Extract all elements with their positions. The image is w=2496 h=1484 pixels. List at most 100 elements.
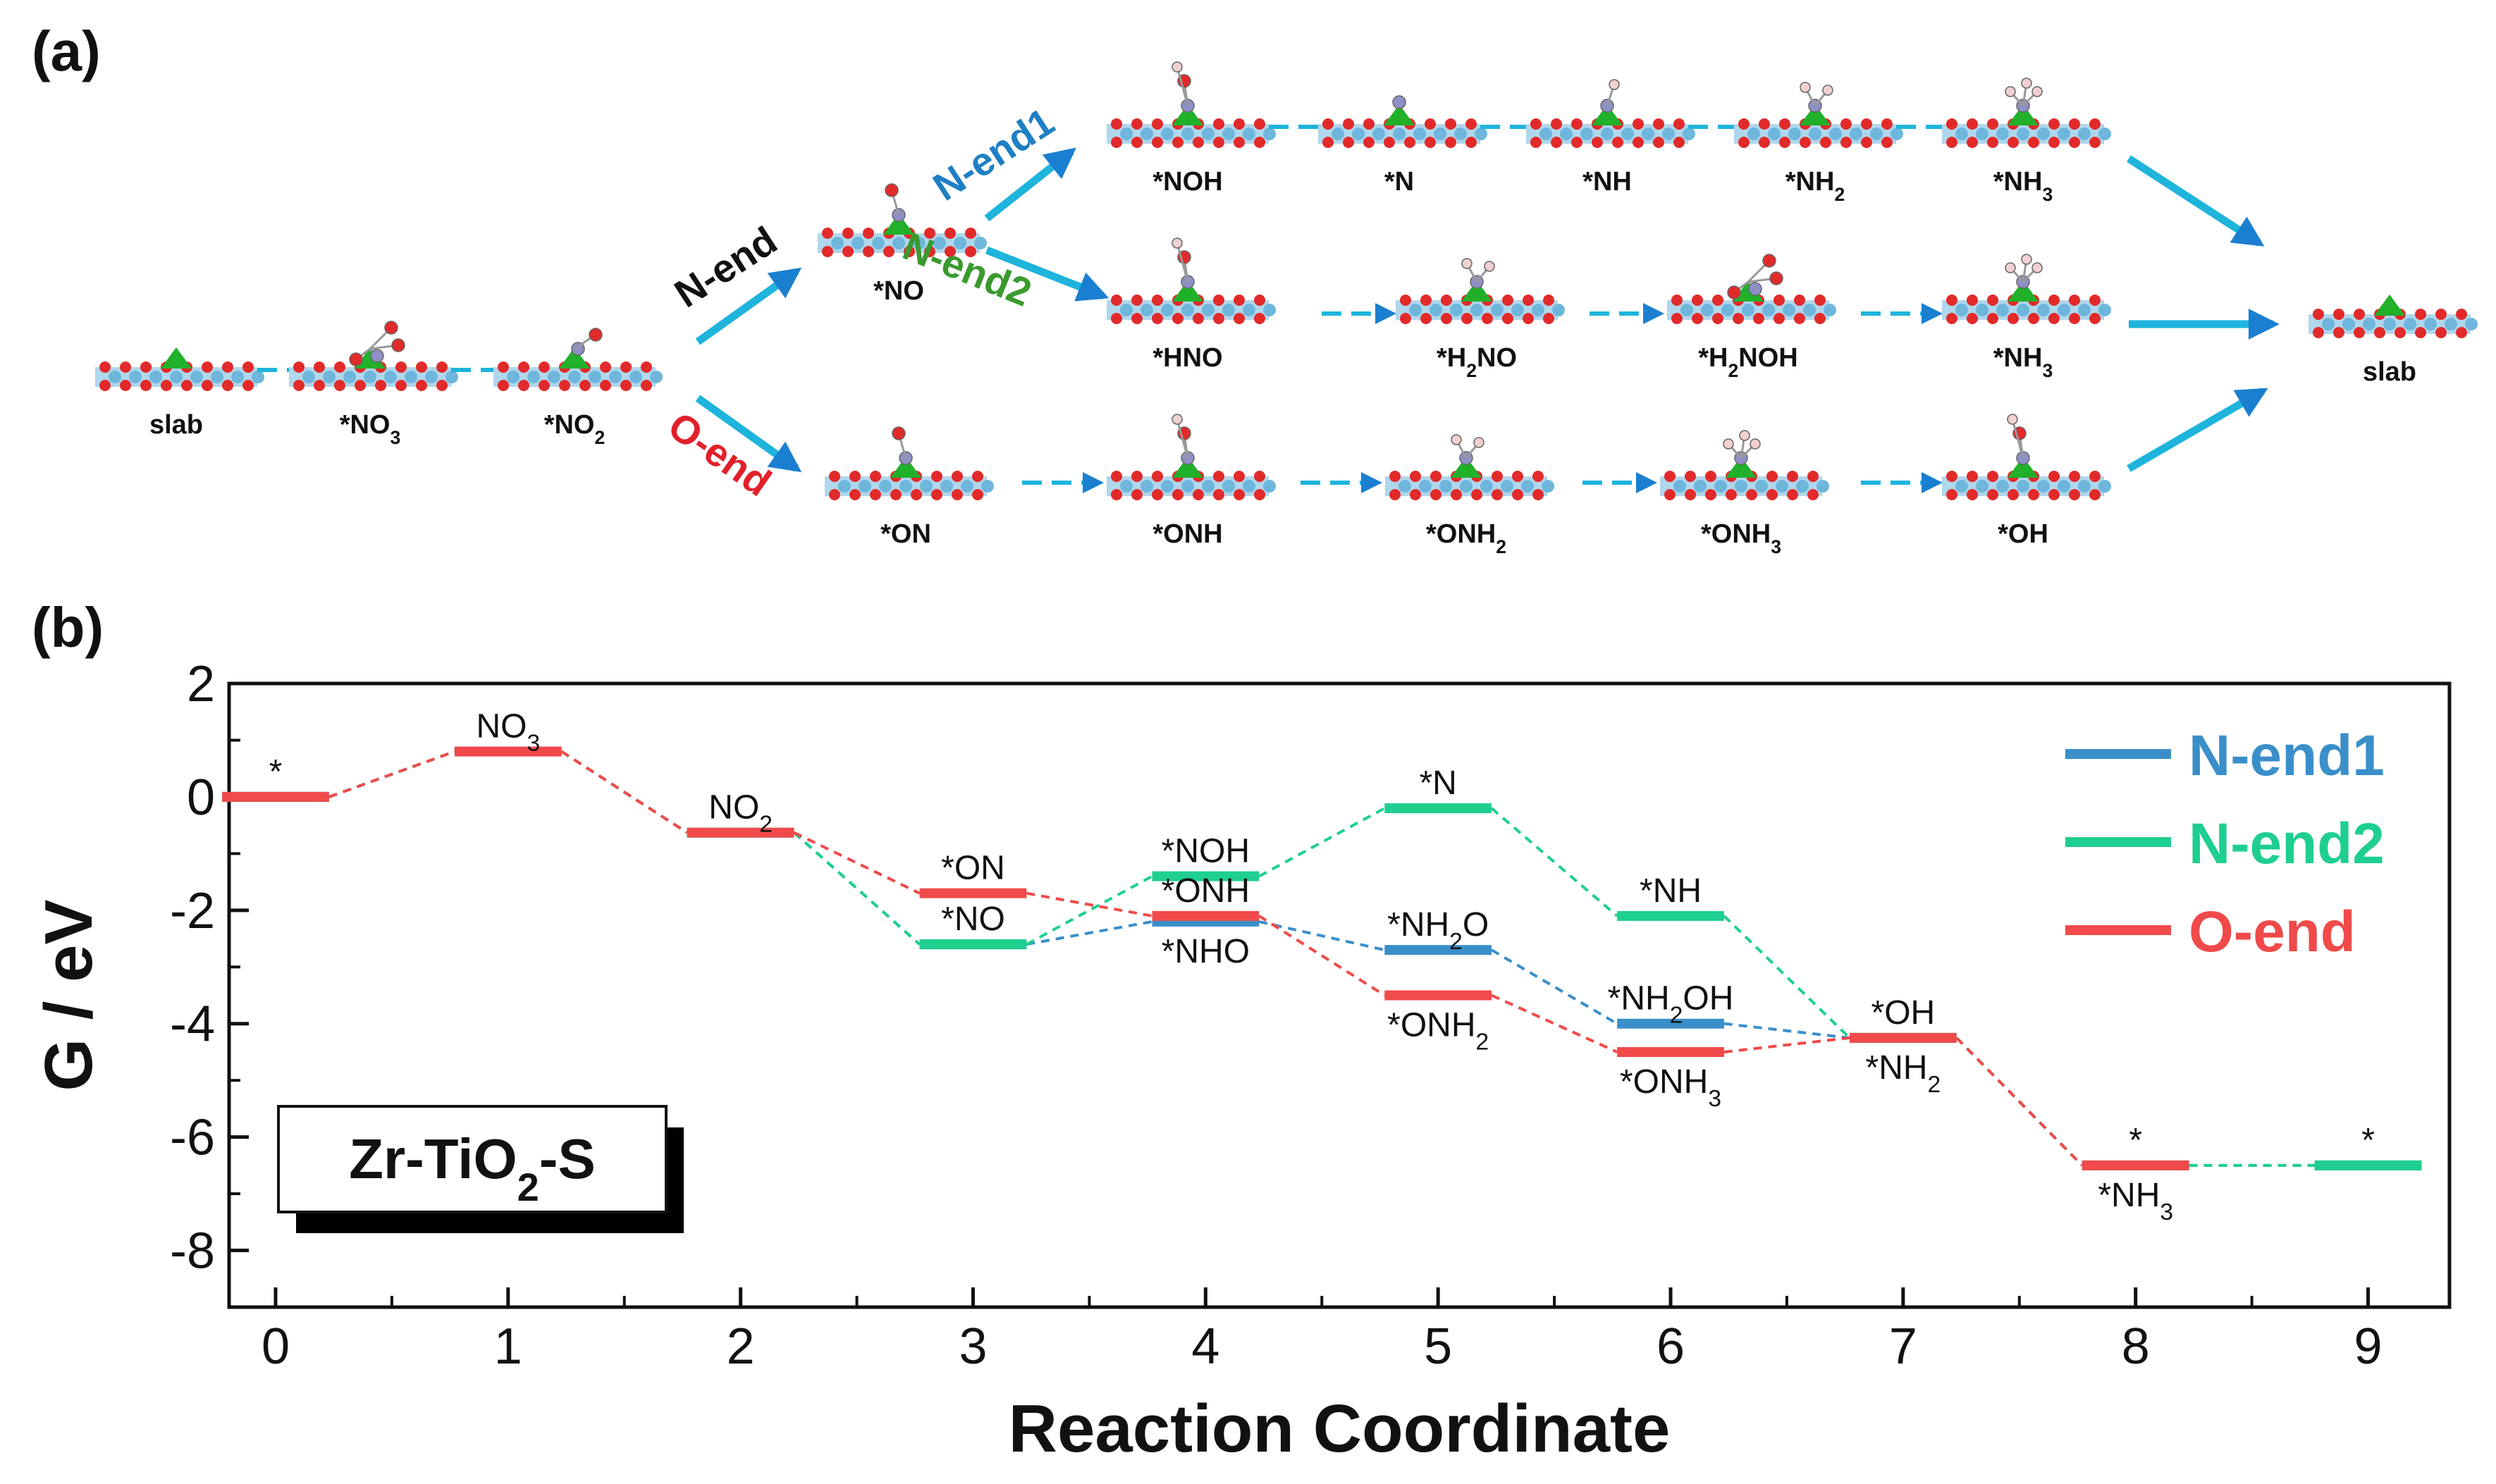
slab-model-nh2a: *NH2: [1734, 82, 1903, 205]
structure-label-nh3b: *NH3: [1993, 343, 2053, 381]
level-label: *NH3: [2098, 1177, 2173, 1225]
x-tick-label: 5: [1424, 1318, 1452, 1375]
level-annotations: *NO3NO2*ON*NO*NOH*ONH*NHO*N*NH2O*ONH2*NH…: [269, 708, 2375, 1225]
x-tick-label: 1: [494, 1318, 522, 1375]
connector-O-end: [328, 750, 455, 798]
slab-model-h2noh: *H2NOH: [1667, 254, 1836, 381]
branch-arrow: [2127, 155, 2265, 247]
connector-N-end1: [1723, 1022, 1850, 1039]
structure-label-hno: *HNO: [1152, 343, 1222, 373]
structure-label-n: *N: [1384, 167, 1414, 197]
branch-arrow: [695, 267, 802, 345]
x-tick-label: 0: [262, 1318, 290, 1375]
plot-frame: [227, 681, 2452, 1309]
slab-model-nh3a: *NH3: [1942, 78, 2111, 205]
slab-model-oh: *OH: [1942, 414, 2111, 549]
legend-label-N-end1: N-end1: [2189, 724, 2385, 788]
structure-label-slab0: slab: [149, 410, 203, 440]
y-tick-label: -6: [170, 1110, 215, 1166]
x-tick-label: 8: [2122, 1318, 2150, 1375]
structure-label-nh: *NH: [1582, 167, 1632, 197]
panel-a: (a)slab*NO3*NO2*NO*ON*NOH*N*NH*NH2*NH3*H…: [32, 20, 2478, 557]
level-label: *: [269, 753, 283, 791]
connector-N-end2: [1258, 807, 1386, 878]
structure-label-nh3a: *NH3: [1993, 167, 2053, 205]
slab-model-nh: *NH: [1526, 79, 1695, 197]
x-axis-title: Reaction Coordinate: [1009, 1391, 1671, 1466]
structure-label-no3: *NO3: [340, 410, 401, 448]
y-tick-label: -4: [170, 996, 215, 1053]
level-label: *NOH: [1162, 833, 1250, 870]
slab-model-n: *N: [1318, 95, 1487, 197]
structure-label-h2no: *H2NO: [1437, 343, 1517, 381]
panel-b-label: (b): [32, 596, 104, 659]
level-label: *ON: [941, 850, 1005, 887]
level-label: *: [2361, 1122, 2375, 1159]
connector-O-end: [1491, 994, 1618, 1053]
y-tick-label: 2: [187, 656, 215, 712]
connector-O-end: [1955, 1037, 2084, 1167]
slab-model-onh3: *ONH3: [1660, 430, 1829, 557]
level-label: *N: [1420, 765, 1457, 802]
level-label: *ONH2: [1387, 1007, 1489, 1056]
route-label-nend: N-end: [667, 218, 785, 316]
structure-label-onh2: *ONH2: [1426, 519, 1506, 557]
structure-label-onh3: *ONH3: [1701, 519, 1781, 557]
slab-model-no: *NO: [818, 183, 987, 306]
branch-arrow: [695, 395, 802, 473]
route-label-nend1: N-end1: [926, 99, 1062, 209]
structure-label-h2noh: *H2NOH: [1698, 343, 1797, 381]
y-tick-label: -8: [170, 1223, 215, 1280]
connector-N-end2: [1026, 874, 1153, 946]
structure-models: slab *NO3 *NO2 *NO *ON *NOH *N *NH *NH2 *NH3 *HNO *…: [95, 61, 2478, 557]
structure-label-nh2a: *NH2: [1785, 167, 1845, 205]
branch-arrow: [984, 147, 1076, 222]
level-label: *NHO: [1162, 933, 1250, 970]
level-label: *NH: [1640, 872, 1702, 910]
legend-label-N-end2: N-end2: [2189, 812, 2385, 876]
slab-model-slab1: slab: [2309, 295, 2478, 387]
series-connectors: [328, 750, 2315, 1167]
connector-N-end2: [1490, 807, 1618, 917]
level-label: NO3: [476, 708, 540, 757]
structure-label-on: *ON: [880, 519, 931, 549]
level-label: *: [2129, 1122, 2142, 1159]
step-connectors: [257, 125, 1943, 493]
material-label: Zr-TiO2-S: [349, 1127, 596, 1209]
connector-N-end1: [1258, 920, 1385, 952]
connector-O-end: [560, 750, 688, 834]
branch-arrows: [695, 147, 2280, 473]
structure-label-no2: *NO2: [544, 410, 605, 448]
series-levels: [222, 746, 2422, 1170]
material-label-box: Zr-TiO2-S: [277, 1105, 684, 1233]
x-tick-label: 2: [727, 1318, 755, 1375]
slab-model-nh3b: *NH3: [1942, 254, 2111, 381]
structure-label-onh: *ONH: [1152, 519, 1222, 549]
x-tick-label: 7: [1889, 1318, 1917, 1375]
level-label: *NH2OH: [1608, 980, 1734, 1029]
x-tick-label: 3: [959, 1318, 987, 1375]
level-label: *ONH3: [1620, 1063, 1721, 1112]
slab-model-no2: *NO2: [493, 328, 663, 448]
slab-model-h2no: *H2NO: [1396, 258, 1565, 381]
structure-label-oh: *OH: [1998, 519, 2048, 549]
slab-model-on: *ON: [825, 426, 994, 549]
structure-label-noh: *NOH: [1152, 167, 1222, 197]
x-tick-label: 9: [2354, 1318, 2383, 1375]
legend-label-O-end: O-end: [2189, 900, 2356, 964]
structure-label-no: *NO: [873, 276, 924, 306]
slab-model-noh: *NOH: [1107, 61, 1276, 197]
connector-N-end1: [793, 831, 921, 946]
x-tick-label: 6: [1656, 1318, 1685, 1375]
slab-model-no3: *NO3: [289, 321, 458, 448]
level-label: *NH2O: [1387, 906, 1489, 955]
connector-O-end: [1026, 891, 1152, 917]
branch-arrow: [985, 246, 1109, 302]
slab-model-onh2: *ONH2: [1385, 434, 1554, 557]
connector-O-end: [1723, 1036, 1850, 1053]
